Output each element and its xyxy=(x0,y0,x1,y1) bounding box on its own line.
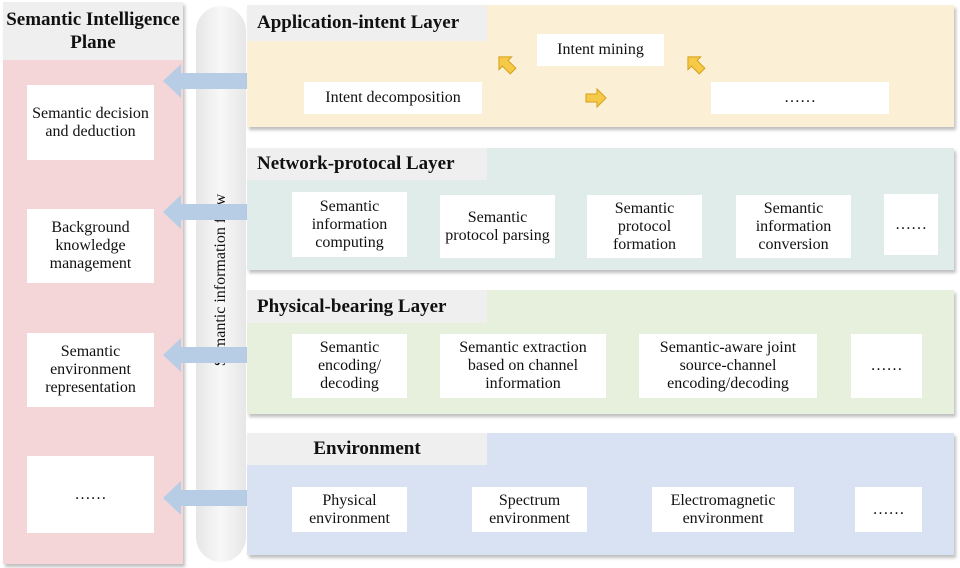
network-layer-title: Network-protocal Layer xyxy=(247,148,487,180)
plane-item-environment: Semantic environment representation xyxy=(27,333,154,407)
double-arrow-icon xyxy=(163,64,269,98)
arrow-icon xyxy=(498,56,517,75)
application-more-box: …… xyxy=(711,82,889,114)
environment-item-electromagnetic: Electromagnetic environment xyxy=(652,487,794,532)
arrow-icon xyxy=(585,87,607,109)
plane-title: Semantic Intelligence Plane xyxy=(3,2,183,60)
double-arrow-icon xyxy=(163,481,269,515)
environment-layer-title: Environment xyxy=(247,433,487,465)
network-item-conversion: Semantic information conversion xyxy=(736,195,851,258)
physical-item-extraction: Semantic extraction based on channel inf… xyxy=(440,334,606,398)
environment-item-spectrum: Spectrum environment xyxy=(472,487,587,532)
physical-item-encoding: Semantic encoding/ decoding xyxy=(292,334,407,398)
intent-decomposition-box: Intent decomposition xyxy=(304,82,482,114)
physical-item-more: …… xyxy=(851,334,922,398)
double-arrow-icon xyxy=(163,338,269,372)
flow-label: Semantic information flow xyxy=(212,193,229,367)
physical-item-joint-coding: Semantic-aware joint source-channel enco… xyxy=(639,334,817,398)
semantic-information-flow xyxy=(196,6,246,562)
physical-layer-title: Physical-bearing Layer xyxy=(247,290,487,323)
network-item-more: …… xyxy=(884,194,938,255)
arrow-icon xyxy=(687,56,706,75)
network-item-formation: Semantic protocol formation xyxy=(587,195,702,258)
network-item-computing: Semantic information computing xyxy=(292,192,407,257)
double-arrow-icon xyxy=(163,195,269,229)
intent-mining-box: Intent mining xyxy=(537,34,664,66)
environment-item-more: …… xyxy=(855,487,922,532)
plane-item-more: …… xyxy=(27,456,154,533)
environment-item-physical: Physical environment xyxy=(292,487,407,532)
plane-item-decision: Semantic decision and deduction xyxy=(27,85,154,160)
application-layer-title: Application-intent Layer xyxy=(247,5,487,41)
plane-item-knowledge: Background knowledge management xyxy=(27,209,154,283)
network-item-parsing: Semantic protocol parsing xyxy=(440,195,555,258)
